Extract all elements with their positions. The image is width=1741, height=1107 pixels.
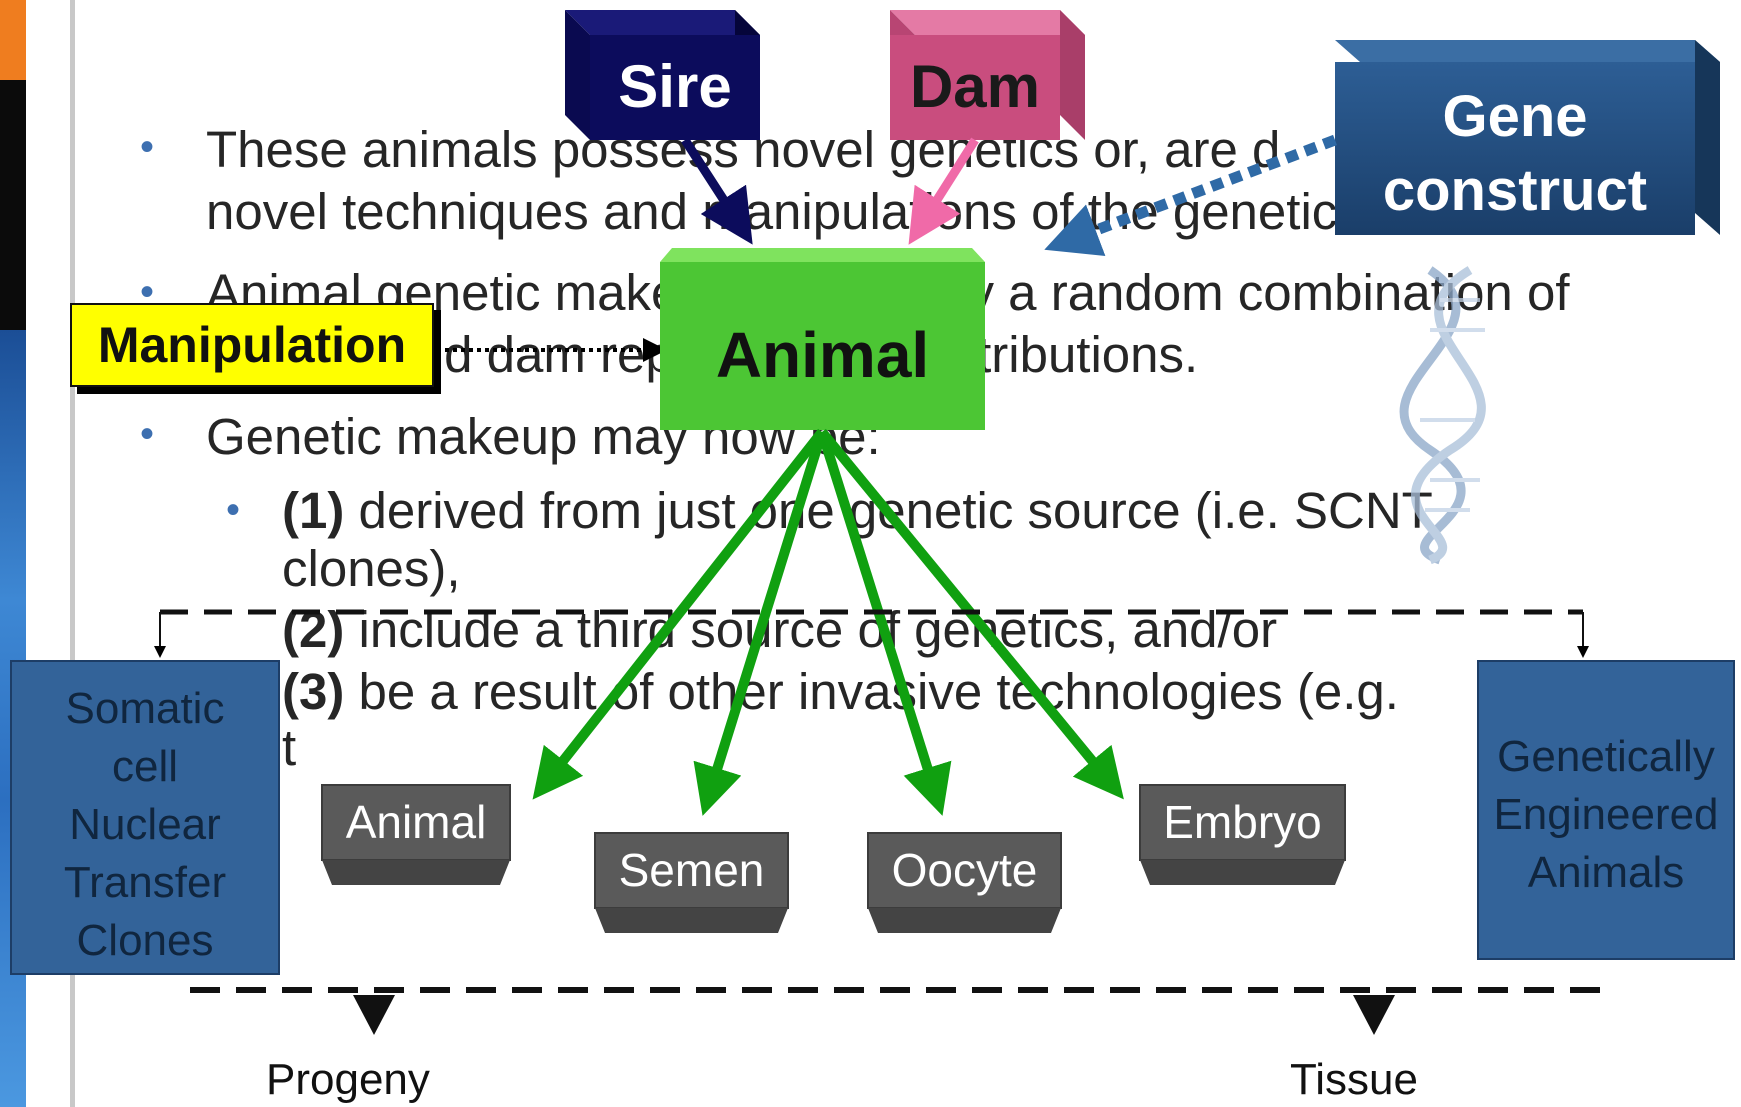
sub-item-1-continued: clones), [282,540,461,597]
animal-to-animal-arrow [532,428,826,800]
ge-line-2: Engineered [1493,790,1719,839]
bullet-1-line-2: novel techniques and manipulations of th… [206,183,1548,240]
dam-label: Dam [909,53,1041,120]
sub-item-3: (3) be a result of other invasive techno… [282,659,1399,725]
sub-bullet-marker: • [226,488,241,532]
sub-item-3-continued: t [282,719,297,776]
sub-item-1-number: (1) [282,482,345,539]
animal-to-semen-arrow [693,430,827,816]
bullet-marker: • [140,412,155,456]
gene-construct-label: Gene construct [1335,80,1695,228]
sub-item-1: (1) derived from just one genetic source… [282,478,1433,544]
dam-block [890,10,1085,140]
scnt-line-4: Transfer [63,858,227,907]
ge-line-1: Genetically [1497,732,1715,781]
gene-construct-block [1335,40,1720,235]
bullet-marker: • [140,125,155,169]
sub-item-3-number: (3) [282,663,345,720]
scnt-line-5: Clones [76,916,214,965]
to-tissue-arrow [1353,995,1395,1035]
to-progeny-arrow [353,995,395,1035]
slide-margin-rule [70,0,75,1107]
animal-block [660,248,985,430]
product-embryo-block [1139,784,1346,885]
tissue-label: Tissue [1290,1055,1418,1104]
product-semen-block [594,832,789,933]
progeny-label: Progeny [266,1055,430,1104]
animal-label: Animal [715,319,930,391]
sub-item-1-text: derived from just one genetic source (i.… [358,482,1433,539]
product-animal-block [321,784,511,885]
product-animal-label: Animal [345,796,487,848]
product-semen-label: Semen [618,844,765,896]
product-oocyte-label: Oocyte [891,844,1038,896]
scnt-clones-box: Somatic cell Nuclear Transfer Clones [10,660,280,975]
gene-construct-label-line-1: Gene [1442,84,1588,149]
ge-line-3: Animals [1527,848,1685,897]
sire-block [565,10,760,140]
dam-to-animal-arrow [908,137,979,245]
sub-item-3-text: be a result of other invasive technologi… [344,663,1399,720]
dna-helix-icon [1399,266,1486,565]
gene-construct-to-animal-arrow [1044,134,1337,257]
gene-construct-label-line-2: construct [1382,158,1648,223]
scnt-line-1: Somatic [65,684,225,733]
product-embryo-label: Embryo [1163,796,1322,848]
genetically-engineered-box: Genetically Engineered Animals [1477,660,1735,960]
scnt-line-2: cell [111,742,179,791]
product-oocyte-block [867,832,1062,933]
sub-item-2-text: include a third source of genetics, and/… [344,601,1278,658]
scnt-line-3: Nuclear [69,800,221,849]
manipulation-box: Manipulation [70,303,434,387]
animal-to-embryo-arrow [818,428,1124,800]
sire-label: Sire [618,53,732,120]
sire-to-animal-arrow [681,137,753,245]
sub-item-2: (2) include a third source of genetics, … [282,597,1277,663]
